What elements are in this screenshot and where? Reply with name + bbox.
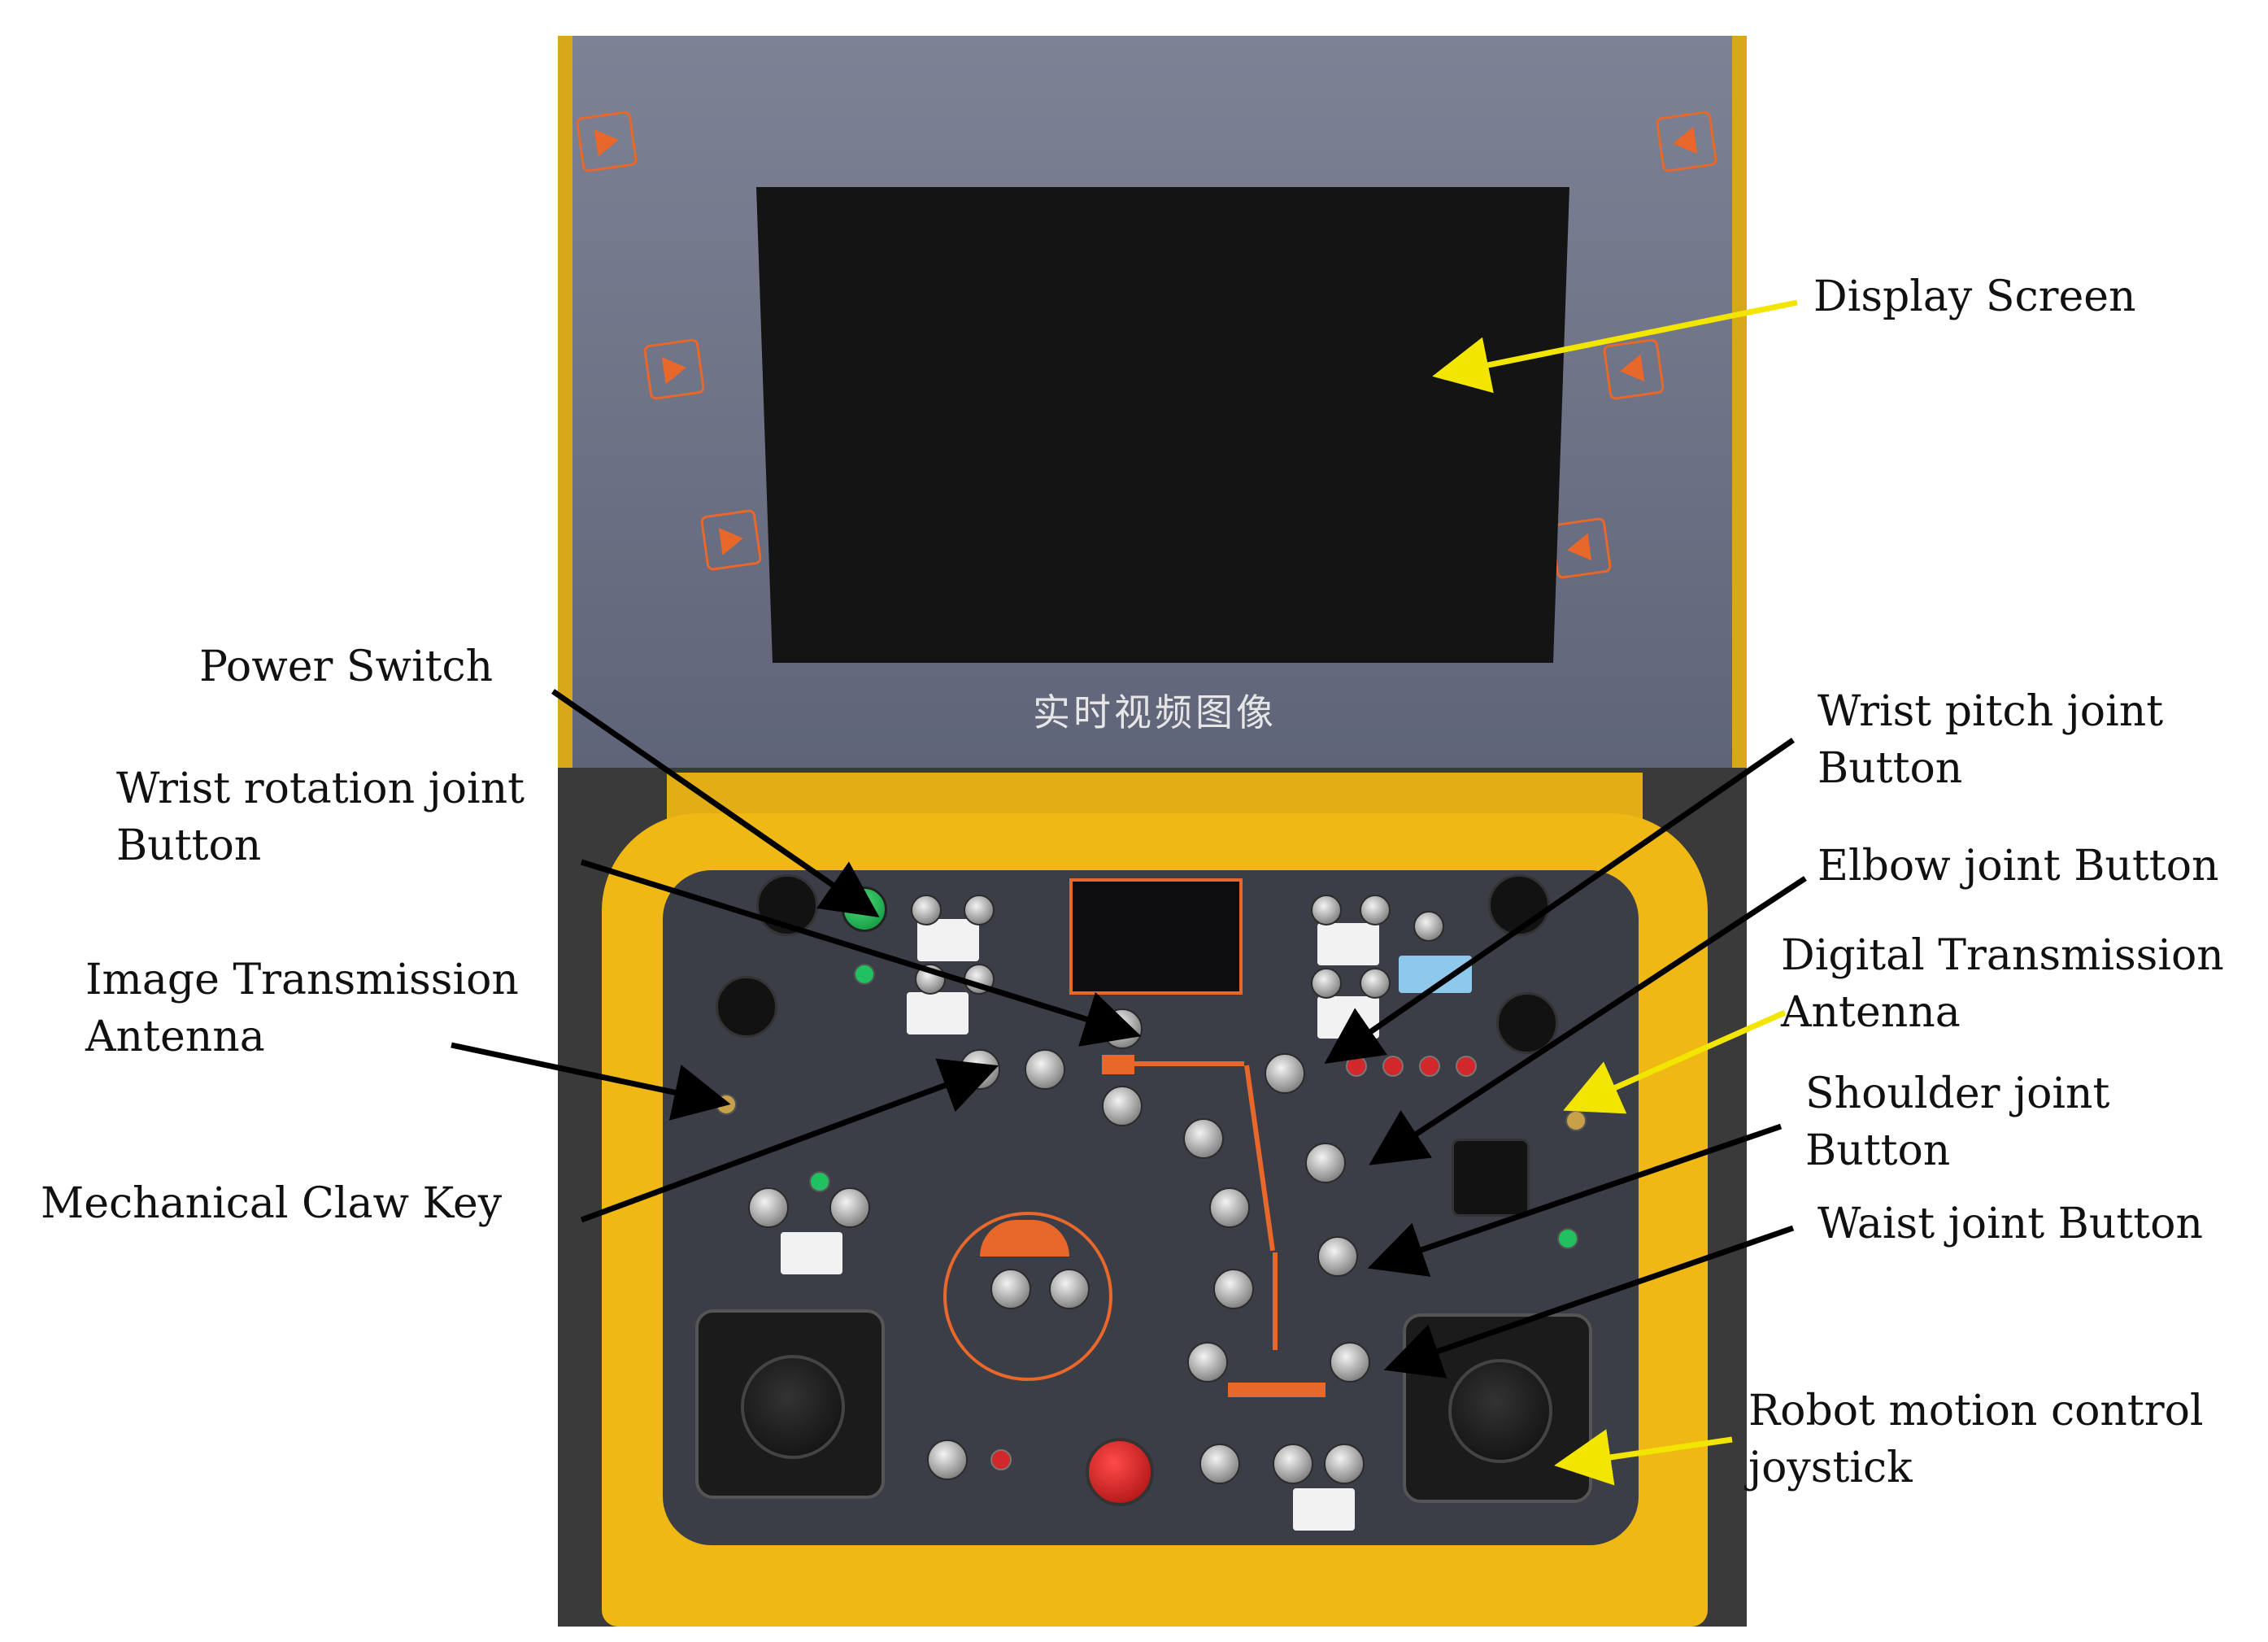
usb-port-mid-right bbox=[1496, 992, 1558, 1054]
label-waist-joint: Waist joint Button bbox=[1817, 1200, 2203, 1248]
wrist-pitch-arrow bbox=[1324, 738, 1795, 1064]
usb-port-mid-left bbox=[716, 976, 777, 1038]
display-screen-arrow bbox=[1432, 299, 1798, 394]
label-card bbox=[917, 919, 979, 961]
shoulder-joint-arrow bbox=[1367, 1123, 1783, 1277]
wrist-rotation-arrow bbox=[580, 859, 1142, 1047]
usb-port-top-right bbox=[1488, 874, 1550, 936]
label-display-screen: Display Screen bbox=[1813, 272, 2136, 321]
status-screen bbox=[1069, 878, 1243, 995]
arm-button[interactable] bbox=[1209, 1187, 1250, 1228]
arm-diagram bbox=[1273, 1252, 1278, 1350]
mechanical-claw-arrow bbox=[580, 1058, 999, 1223]
digital-antenna-arrow bbox=[1563, 1009, 1787, 1114]
claw-button-2[interactable] bbox=[1025, 1049, 1065, 1090]
panel-button[interactable] bbox=[911, 895, 942, 926]
label-wrist-pitch: Wrist pitch joint Button bbox=[1817, 687, 2164, 793]
panel-button[interactable] bbox=[1360, 895, 1391, 926]
arm-button[interactable] bbox=[1213, 1269, 1254, 1309]
arm-base-diagram bbox=[1228, 1383, 1326, 1397]
label-mechanical-claw: Mechanical Claw Key bbox=[41, 1179, 503, 1228]
bottom-button[interactable] bbox=[1273, 1444, 1313, 1484]
panel-button[interactable] bbox=[1311, 895, 1342, 926]
panel-button[interactable] bbox=[964, 895, 995, 926]
display-screen bbox=[756, 187, 1569, 663]
bottom-button[interactable] bbox=[1324, 1444, 1365, 1484]
power-switch-arrow bbox=[551, 689, 880, 917]
arm-button[interactable] bbox=[1183, 1118, 1224, 1159]
panel-button[interactable] bbox=[748, 1187, 789, 1228]
charge-led bbox=[990, 1449, 1012, 1470]
panel-button[interactable] bbox=[1413, 911, 1444, 942]
illumination-led bbox=[809, 1171, 830, 1192]
label-joystick: Robot motion control joystick bbox=[1748, 1387, 2204, 1492]
label-elbow-joint: Elbow joint Button bbox=[1817, 842, 2219, 891]
arm-diagram bbox=[1102, 1055, 1134, 1074]
joystick-knob[interactable] bbox=[1448, 1359, 1552, 1463]
wrist-pitch-button[interactable] bbox=[1265, 1053, 1305, 1094]
label-power-switch: Power Switch bbox=[199, 642, 494, 691]
label-digital-antenna: Digital Transmission Antenna bbox=[1781, 931, 2224, 1037]
screen-caption: 实时视频图像 bbox=[1033, 690, 1277, 734]
manipulator-led bbox=[1557, 1228, 1578, 1249]
label-image-antenna: Image Transmission Antenna bbox=[85, 956, 519, 1061]
panel-button[interactable] bbox=[1311, 968, 1342, 999]
joystick-arrow bbox=[1554, 1429, 1733, 1486]
left-joystick[interactable] bbox=[695, 1309, 885, 1499]
joystick-knob[interactable] bbox=[741, 1355, 845, 1459]
label-card bbox=[1293, 1488, 1355, 1531]
emergency-stop-button[interactable] bbox=[1086, 1438, 1154, 1506]
label-card bbox=[1317, 923, 1379, 965]
claw-diagram bbox=[943, 1212, 1112, 1381]
indicator-led bbox=[1419, 1056, 1440, 1077]
aviation-plug bbox=[1452, 1139, 1530, 1217]
indicator-led bbox=[1456, 1056, 1477, 1077]
claw-button-3[interactable] bbox=[1102, 1086, 1143, 1126]
status-led bbox=[854, 964, 875, 985]
panel-button[interactable] bbox=[1360, 968, 1391, 999]
label-card bbox=[781, 1232, 842, 1274]
image-antenna-arrow bbox=[451, 1042, 731, 1121]
elbow-joint-button[interactable] bbox=[1305, 1143, 1346, 1183]
illumination-button[interactable] bbox=[829, 1187, 870, 1228]
waist-joint-arrow bbox=[1383, 1225, 1795, 1378]
bottom-button[interactable] bbox=[1199, 1444, 1240, 1484]
bottom-button[interactable] bbox=[927, 1439, 968, 1480]
label-shoulder-joint: Shoulder joint Button bbox=[1805, 1069, 2110, 1175]
waist-joint-button[interactable] bbox=[1330, 1342, 1370, 1383]
label-card bbox=[907, 992, 969, 1034]
elbow-joint-arrow bbox=[1369, 876, 1807, 1165]
shoulder-joint-button[interactable] bbox=[1317, 1236, 1358, 1277]
arm-button[interactable] bbox=[1187, 1342, 1228, 1383]
label-wrist-rotation: Wrist rotation joint Button bbox=[116, 764, 525, 870]
arm-diagram bbox=[1134, 1061, 1244, 1066]
